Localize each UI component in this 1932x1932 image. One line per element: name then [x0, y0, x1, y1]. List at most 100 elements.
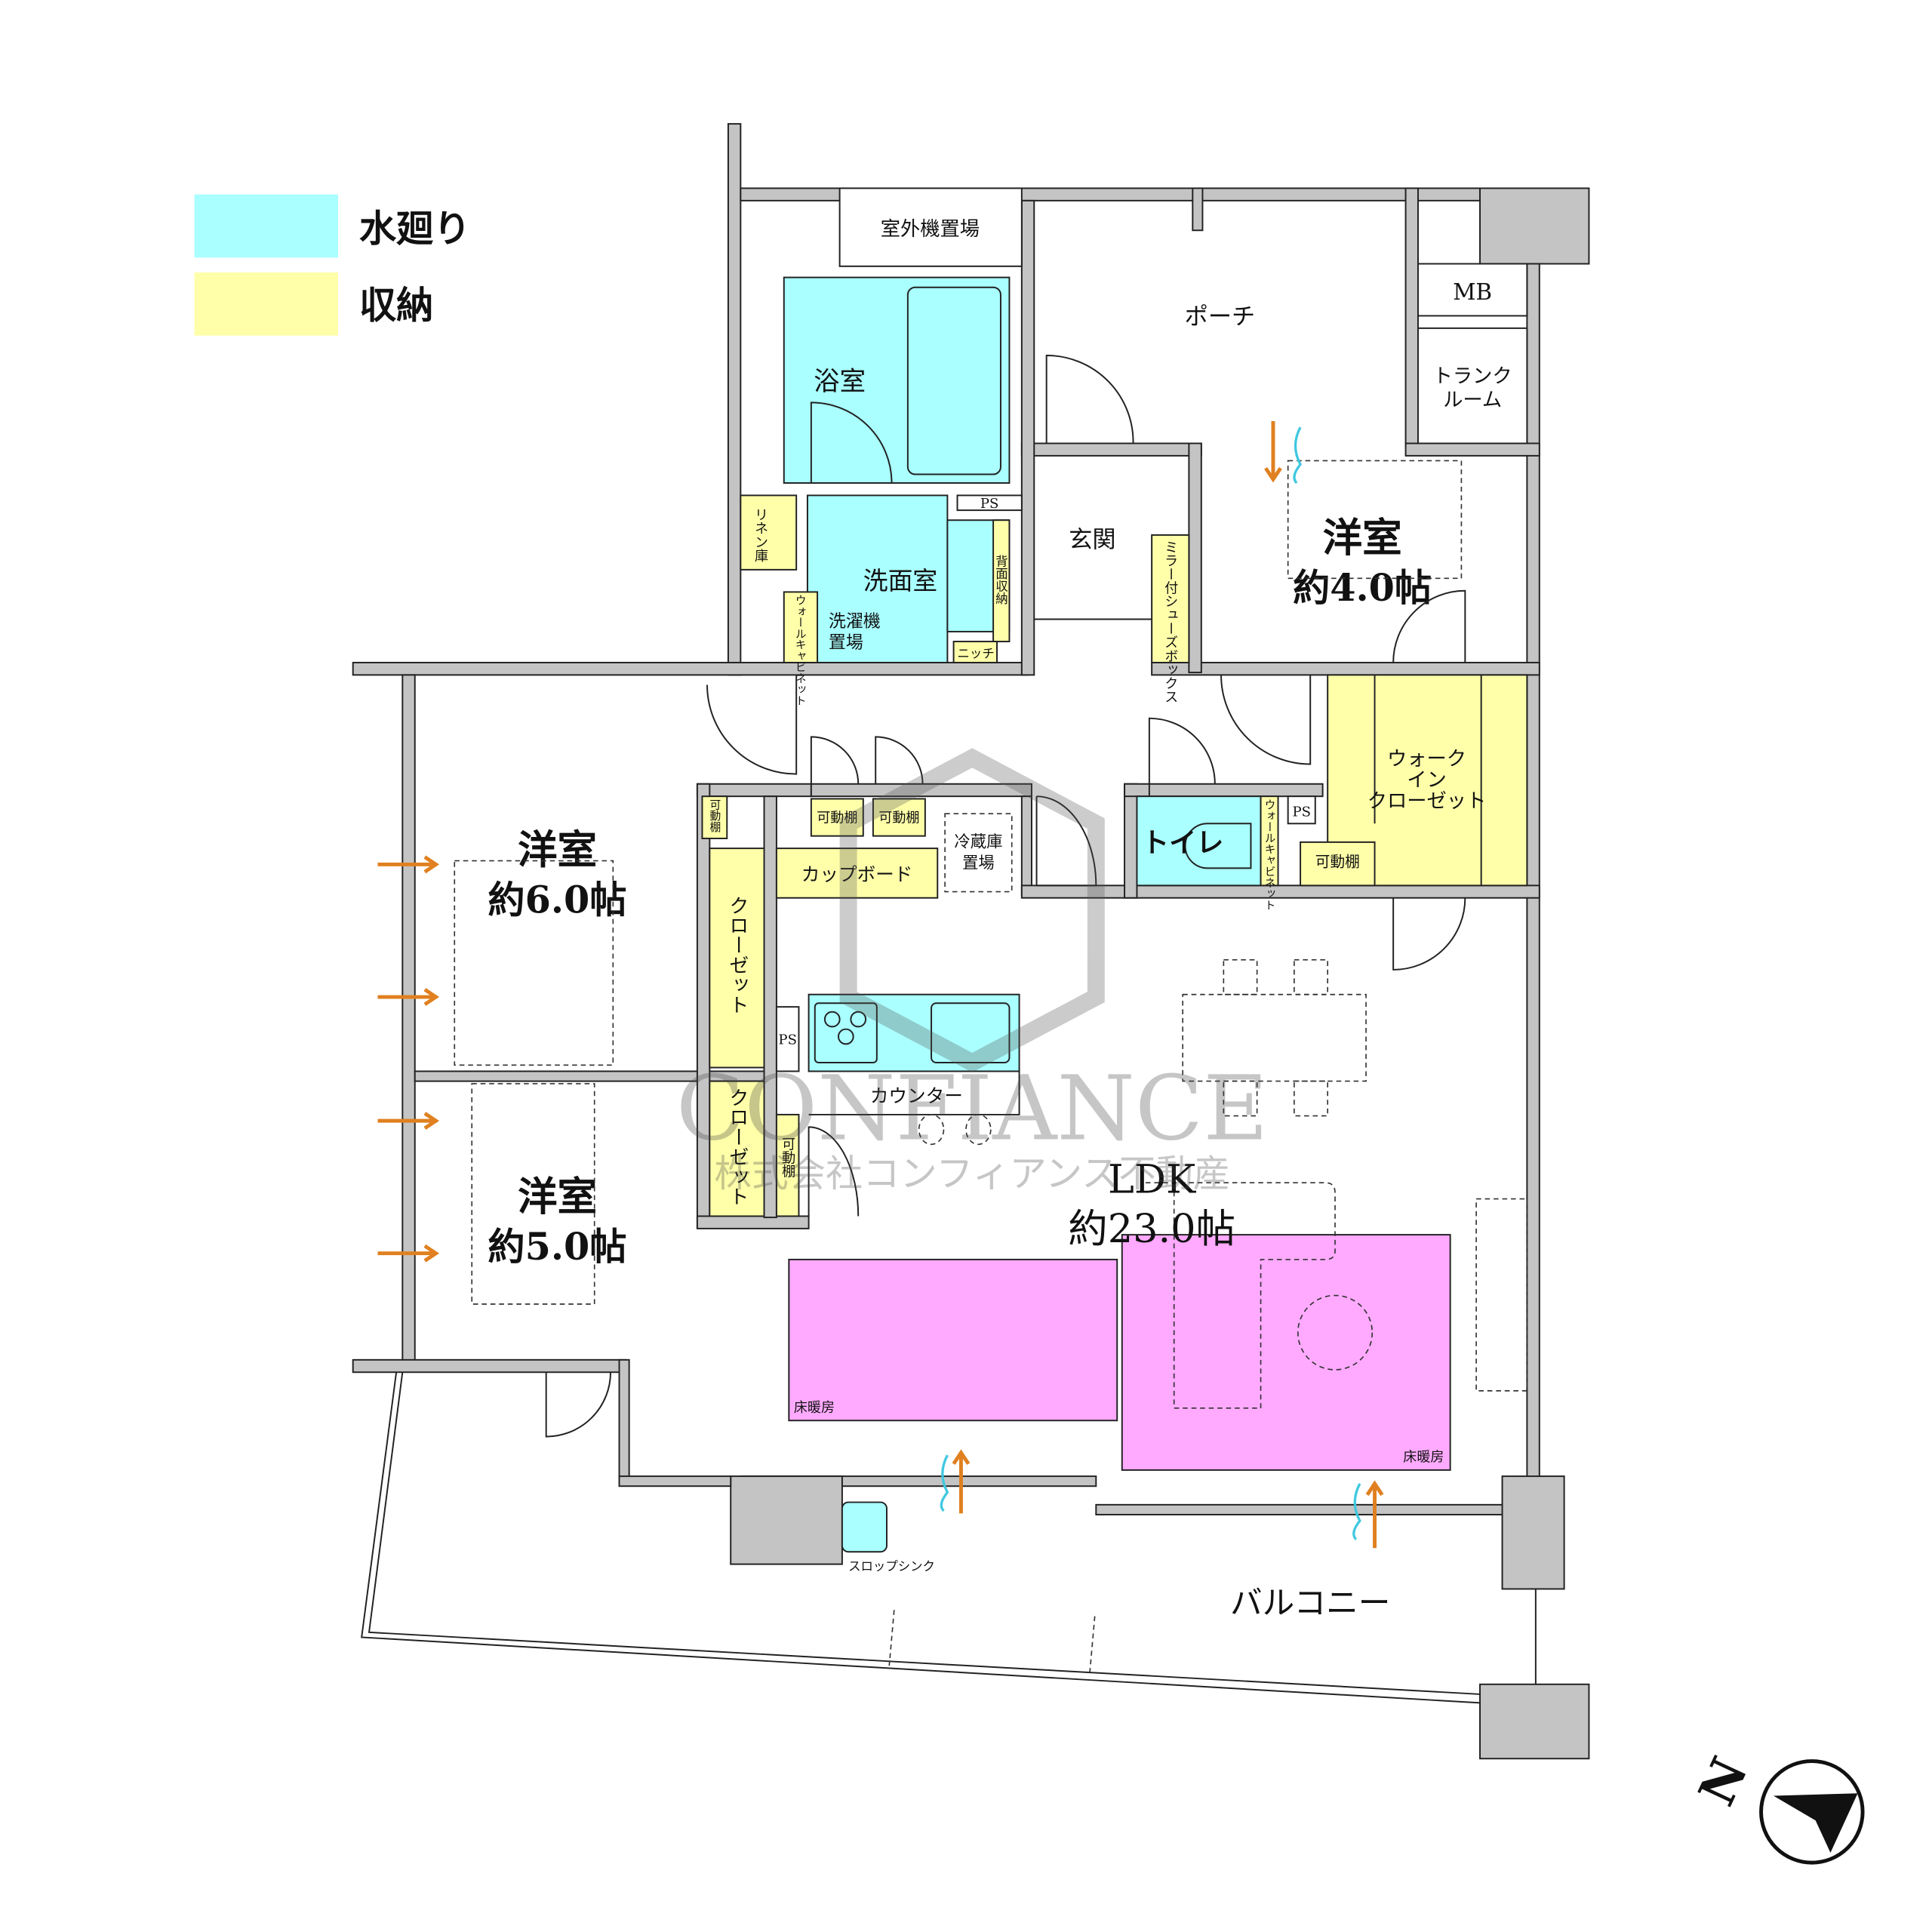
toilet-label: トイレ	[1142, 826, 1223, 859]
bathroom	[783, 276, 1011, 484]
linen-label: リネン庫	[752, 508, 768, 562]
washer-label-2: 置場	[829, 632, 863, 652]
bedroom5-name: 洋室	[518, 1174, 597, 1220]
toilet-bowl-icon	[1184, 823, 1252, 869]
floor-heating-label: 床暖房	[794, 1400, 835, 1416]
coffee-table	[1297, 1294, 1374, 1371]
hall-door[interactable]	[1035, 795, 1097, 887]
trunk-room	[1417, 327, 1528, 445]
wic-label-2: イン	[1407, 769, 1447, 792]
entrance-door[interactable]	[1045, 354, 1134, 444]
wic-door[interactable]	[1220, 675, 1312, 765]
bed-outline	[454, 860, 614, 1066]
watermark-brand: CONFIANCE	[676, 1057, 1269, 1161]
bedroom6-name: 洋室	[518, 827, 597, 873]
sofa-outline	[1145, 1182, 1336, 1409]
wall-cabinet-label: ウォールキャビネット	[794, 595, 807, 706]
compass-north-label: N	[1687, 1749, 1759, 1814]
movable-shelf	[810, 798, 864, 837]
meter-box	[1417, 263, 1528, 317]
legend-label-storage: 収納	[359, 284, 433, 328]
north-arrow-icon	[1773, 1793, 1858, 1853]
bathroom-label: 浴室	[814, 367, 866, 397]
floor-heating-area	[1121, 1234, 1451, 1471]
movable-shelf	[775, 1113, 800, 1217]
washer-label-1: 洗濯機	[829, 611, 881, 631]
counter-label: カウンター	[870, 1085, 963, 1107]
wic-label-3: クローゼット	[1367, 790, 1487, 813]
watermark-company: 株式会社コンフィアンス不動産	[714, 1152, 1230, 1195]
closet-bedroom6	[709, 848, 765, 1069]
washroom-label: 洗面室	[863, 567, 937, 595]
watermark-logo-icon	[839, 748, 1105, 1073]
movable-shelf-label: 可動棚	[1315, 854, 1360, 871]
ldk-name: LDK	[1108, 1156, 1197, 1202]
toilet-cabinet-label: ウォールキャビネット	[1263, 798, 1276, 910]
movable-shelf	[1300, 841, 1376, 887]
ldk-door[interactable]	[1392, 897, 1466, 971]
slop-sink-label: スロップシンク	[848, 1559, 935, 1574]
balcony-outline-outer	[361, 1372, 1481, 1704]
wic-label-1: ウォーク	[1387, 748, 1466, 771]
legend: 水廻り 収納	[194, 194, 471, 336]
shelf-door[interactable]	[808, 1126, 860, 1217]
ps-shaft	[956, 494, 1023, 512]
movable-shelf-label: 可動棚	[708, 798, 721, 832]
movable-shelf-label: 可動棚	[817, 811, 857, 826]
watermark: CONFIANCE 株式会社コンフィアンス不動産	[676, 748, 1269, 1195]
ps-label: PS	[980, 496, 999, 512]
movable-shelf	[701, 795, 728, 839]
bedroom4-door[interactable]	[1392, 589, 1466, 663]
closet-label: クローゼット	[725, 895, 748, 1014]
ps-label: PS	[778, 1032, 797, 1048]
bedroom6-door[interactable]	[706, 675, 798, 775]
linen-closet	[740, 494, 798, 571]
balcony-outline	[368, 1372, 1481, 1695]
bath-door[interactable]	[810, 401, 893, 484]
stool	[965, 1114, 992, 1146]
legend-swatch-water	[194, 194, 338, 258]
mb-label: MB	[1453, 279, 1492, 305]
porch-label: ポーチ	[1185, 303, 1255, 331]
fridge-label-1: 冷蔵庫	[954, 832, 1002, 851]
washroom	[806, 494, 949, 663]
outdoor-unit-space	[838, 187, 1023, 267]
balcony-partition	[888, 1610, 895, 1666]
tv-board	[1475, 1198, 1528, 1392]
compass: N	[1687, 1749, 1865, 1865]
back-storage	[992, 519, 1011, 643]
movable-shelf	[872, 798, 926, 837]
niche	[952, 641, 998, 663]
ventilation-arrows	[377, 420, 1384, 1549]
cupboard-label: カップボード	[801, 863, 913, 885]
cupboard	[775, 848, 939, 899]
counter	[808, 1070, 1020, 1115]
fridge-space	[944, 813, 1013, 893]
bedroom5-door[interactable]	[545, 1372, 612, 1438]
sink-icon	[931, 1002, 1011, 1063]
shelf-door[interactable]	[810, 736, 860, 784]
trunk-room-label-2: ルーム	[1443, 389, 1502, 411]
bedroom4-name: 洋室	[1323, 515, 1402, 561]
stove-icon	[814, 1002, 878, 1063]
shoebox	[1151, 534, 1190, 663]
bed-outline	[471, 1083, 595, 1305]
dining-table	[1182, 993, 1367, 1082]
trunk-room-label-1: トランク	[1433, 365, 1512, 388]
walls	[352, 123, 1590, 1760]
toilet-wall-cabinet	[1260, 795, 1279, 887]
back-storage-label: 背面収納	[993, 555, 1008, 605]
bed-outline	[1287, 460, 1463, 580]
ldk-size: 約23.0帖	[1068, 1206, 1235, 1252]
ps-label: PS	[1292, 804, 1311, 820]
shelf-door[interactable]	[875, 736, 924, 784]
bathtub	[906, 286, 1001, 475]
closet-bedroom5	[709, 1080, 765, 1217]
outdoor-unit-label: 室外機置場	[881, 218, 980, 241]
toilet-door[interactable]	[1148, 717, 1216, 797]
bedroom4-size: 約4.0帖	[1293, 566, 1432, 610]
balcony-partition	[1089, 1616, 1096, 1672]
bedroom6-size: 約6.0帖	[488, 878, 626, 921]
ps-shaft	[775, 1006, 800, 1072]
